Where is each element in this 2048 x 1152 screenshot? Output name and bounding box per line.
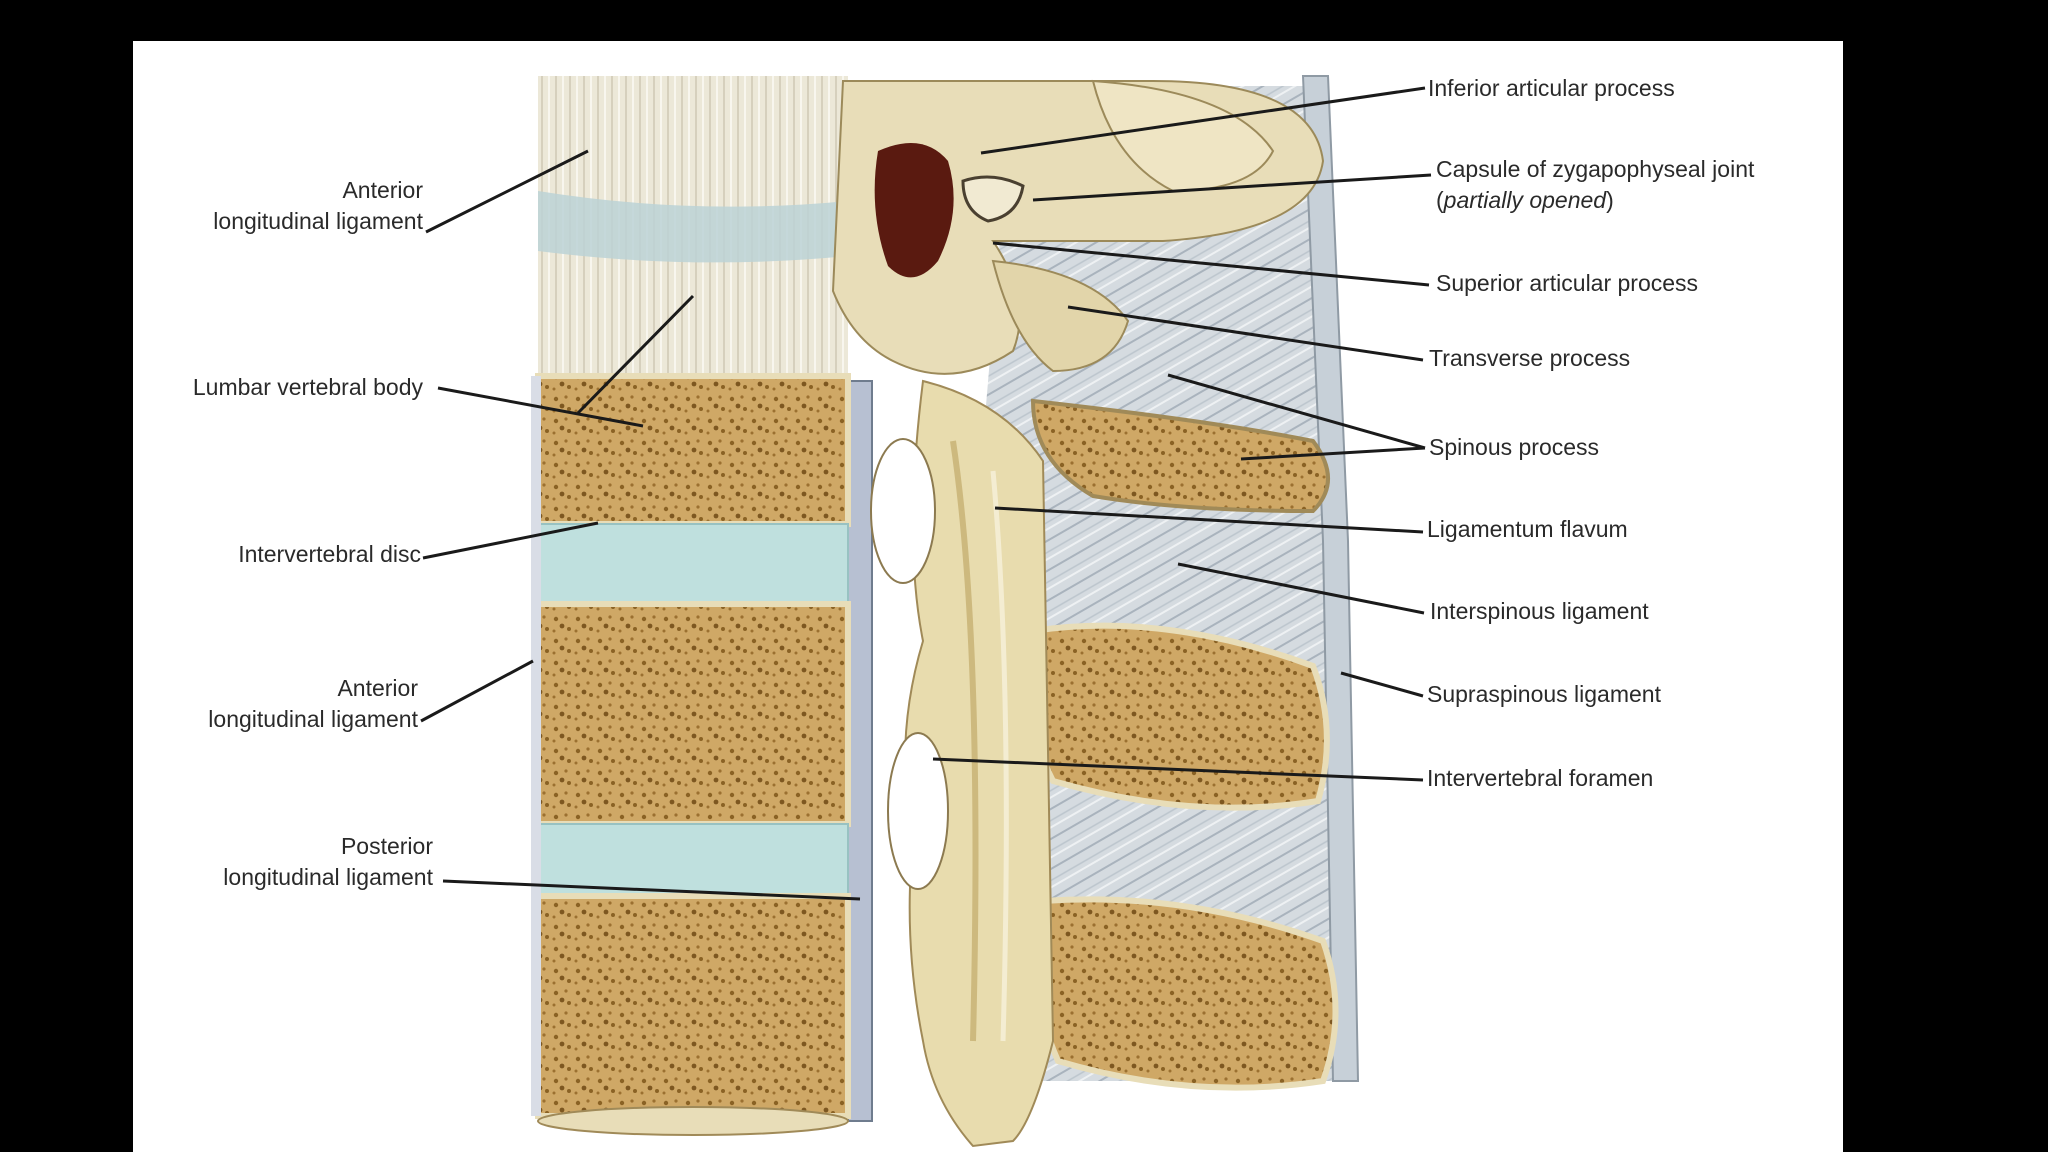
label-anterior-longitudinal-ligament-top: Anterior longitudinal ligament — [213, 175, 423, 237]
diagram-panel: Anterior longitudinal ligament Lumbar ve… — [133, 41, 1843, 1152]
leader-lines — [420, 86, 1432, 901]
label-lumbar-vertebral-body: Lumbar vertebral body — [192, 374, 423, 400]
intervertebral-disc-1 — [532, 523, 849, 605]
label-italic: partially opened — [1443, 187, 1607, 213]
label-anterior-longitudinal-ligament-mid: Anterior longitudinal ligament — [208, 673, 418, 735]
intervertebral-foramen-2 — [887, 732, 949, 890]
spinous-process-2 — [1023, 622, 1330, 811]
label-posterior-longitudinal-ligament: Posterior longitudinal ligament — [223, 831, 433, 893]
label-line: Anterior — [337, 675, 418, 701]
lumbar-spine-illustration — [420, 75, 1432, 1148]
label-intervertebral-foramen: Intervertebral foramen — [1427, 765, 1654, 791]
vertebral-body-1 — [535, 373, 851, 527]
label-line: longitudinal ligament — [208, 706, 418, 732]
paren-open: ( — [1436, 187, 1444, 213]
label-intervertebral-disc: Intervertebral disc — [238, 541, 421, 567]
supraspinous-ligament-shape — [1301, 75, 1360, 1082]
label-line: longitudinal ligament — [213, 208, 423, 234]
posterior-longitudinal-ligament-shape — [847, 380, 873, 1122]
intervertebral-foramen-1 — [870, 438, 936, 584]
ligamentum-flavum-shape — [904, 379, 1055, 1148]
spinous-process-3 — [1032, 896, 1339, 1091]
zygapophyseal-joint-shape — [874, 143, 954, 278]
label-ligamentum-flavum: Ligamentum flavum — [1427, 516, 1628, 542]
vertebral-body-3 — [535, 893, 851, 1119]
spinous-process-1 — [1030, 398, 1330, 514]
label-line: longitudinal ligament — [223, 864, 433, 890]
label-capsule-zygapophyseal-joint: Capsule of zygapophyseal joint (partiall… — [1436, 154, 1754, 216]
label-line: Anterior — [342, 177, 423, 203]
paren-close: ) — [1606, 187, 1614, 213]
label-line: Capsule of zygapophyseal joint — [1436, 156, 1755, 182]
label-transverse-process: Transverse process — [1429, 345, 1631, 371]
label-line: Posterior — [340, 833, 433, 859]
intervertebral-disc-2 — [532, 823, 849, 897]
label-interspinous-ligament: Interspinous ligament — [1430, 598, 1649, 624]
label-superior-articular-process: Superior articular process — [1436, 270, 1699, 296]
label-supraspinous-ligament: Supraspinous ligament — [1427, 681, 1661, 707]
label-spinous-process: Spinous process — [1429, 434, 1600, 460]
label-line: (partially opened) — [1436, 185, 1754, 216]
vertebral-body-2 — [535, 601, 851, 827]
label-inferior-articular-process: Inferior articular process — [1428, 75, 1675, 101]
